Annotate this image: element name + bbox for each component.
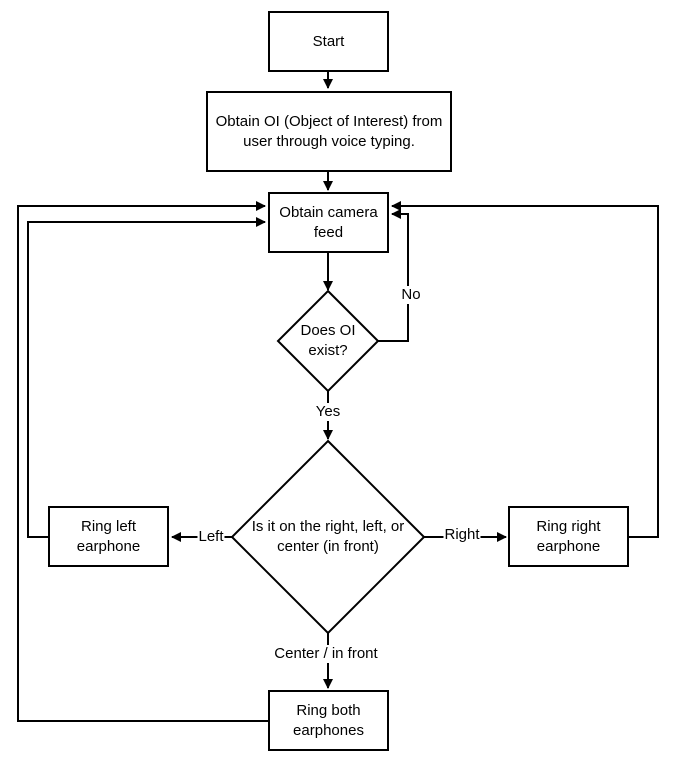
edge-label-right: Right bbox=[443, 526, 481, 544]
position-check-label: Is it on the right, left, or center (in … bbox=[251, 518, 405, 555]
does-oi-exist-label: Does OI exist? bbox=[300, 322, 356, 359]
edge-ring-right-loop bbox=[391, 201, 659, 538]
does-oi-exist-label-box: Does OI exist? bbox=[288, 321, 368, 361]
ring-right-label: Ring right earphone bbox=[536, 517, 601, 555]
edge-label-no: No bbox=[400, 286, 422, 304]
start-node: Start bbox=[268, 11, 389, 72]
decision-diamond-oi-exists bbox=[276, 289, 380, 393]
position-check-label-box: Is it on the right, left, or center (in … bbox=[238, 515, 418, 559]
ring-both-label: Ring both earphones bbox=[293, 701, 364, 739]
edge-ring-left-loop bbox=[27, 217, 266, 538]
edge-label-center: Center / in front bbox=[273, 645, 379, 663]
obtain-oi-node: Obtain OI (Object of Interest) from user… bbox=[206, 91, 452, 172]
edge-label-yes: Yes bbox=[314, 403, 342, 421]
obtain-oi-label: Obtain OI (Object of Interest) from user… bbox=[215, 112, 443, 150]
decision-diamond-position bbox=[230, 439, 426, 635]
ring-both-node: Ring both earphones bbox=[268, 690, 389, 751]
ring-right-node: Ring right earphone bbox=[508, 506, 629, 567]
camera-feed-node: Obtain camera feed bbox=[268, 192, 389, 253]
edge-ring-both-loop bbox=[17, 201, 268, 722]
start-label: Start bbox=[312, 32, 345, 50]
ring-left-node: Ring left earphone bbox=[48, 506, 169, 567]
ring-left-label: Ring left earphone bbox=[76, 517, 141, 555]
camera-feed-label: Obtain camera feed bbox=[279, 203, 378, 241]
edge-label-left: Left bbox=[197, 528, 225, 546]
edge-no-loop bbox=[378, 209, 409, 342]
